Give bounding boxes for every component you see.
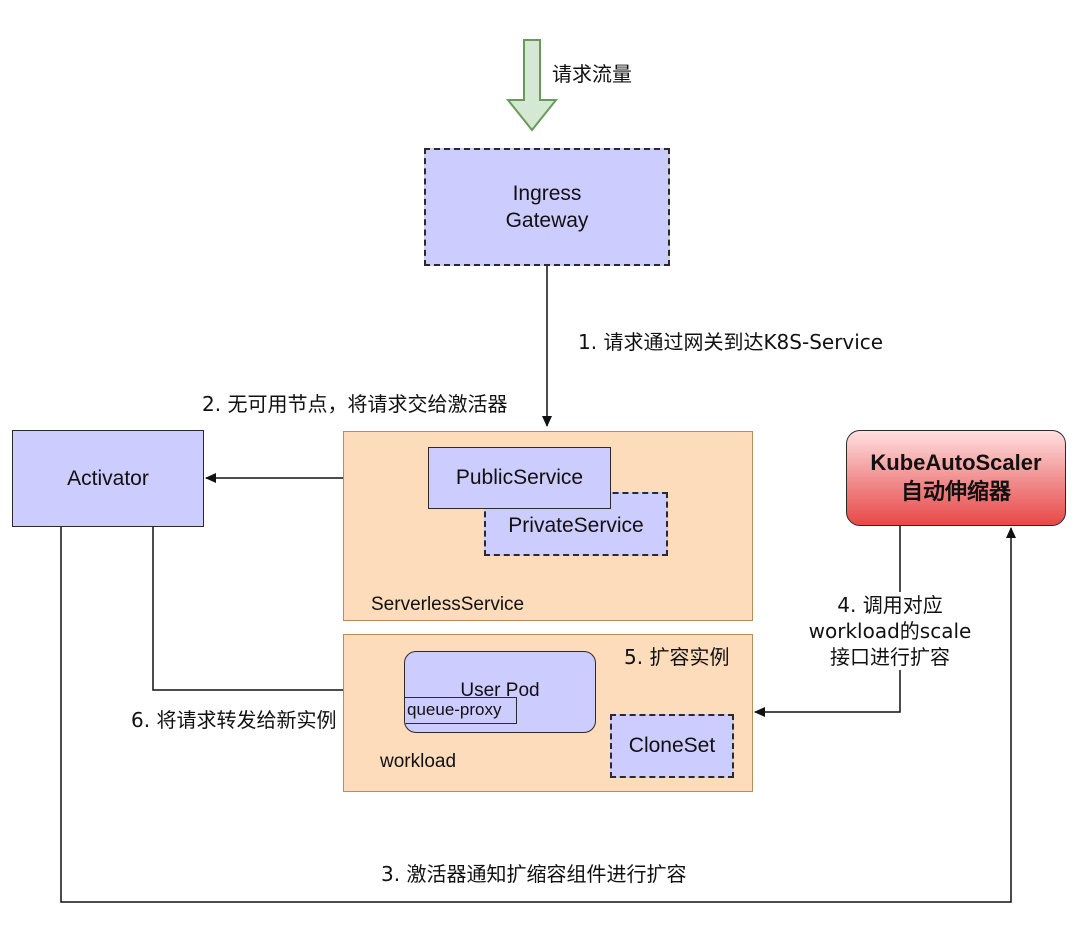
ingress-gateway-node: Ingress Gateway (424, 148, 670, 266)
ingress-gateway-label: Ingress Gateway (505, 181, 589, 232)
edge-activator-to-pod (152, 527, 403, 695)
kube-autoscaler-title: KubeAutoScaler (870, 450, 1042, 476)
queue-proxy-box: queue-proxy (405, 697, 517, 724)
activator-node: Activator (12, 430, 204, 527)
step3-label: 3. 激活器通知扩缩容组件进行扩容 (381, 862, 687, 886)
kube-autoscaler-subtitle: 自动伸缩器 (900, 480, 1011, 505)
step6-label: 6. 将请求转发给新实例 (131, 708, 337, 732)
user-pod-node: User Pod queue-proxy (404, 651, 596, 733)
step4-label: 4. 调用对应 workload的scale 接口进行扩容 (790, 592, 990, 670)
edge-autoscaler-to-workload (754, 526, 901, 717)
step5-label: 5. 扩容实例 (624, 645, 730, 669)
user-pod-label: User Pod (460, 680, 540, 701)
request-flow-label: 请求流量 (552, 62, 632, 86)
serverless-service-label: ServerlessService (371, 594, 525, 615)
cloneset-node: CloneSet (610, 714, 734, 778)
step1-label: 1. 请求通过网关到达K8S-Service (578, 330, 884, 354)
kube-autoscaler-node: KubeAutoScaler 自动伸缩器 (846, 430, 1066, 526)
workload-label: workload (380, 751, 457, 772)
step2-label: 2. 无可用节点，将请求交给激活器 (202, 392, 508, 416)
request-flow-arrow (505, 39, 559, 132)
private-service-label: PrivateService (508, 514, 644, 538)
public-service-label: PublicService (455, 466, 584, 490)
public-service-node: PublicService (428, 447, 611, 509)
queue-proxy-label: queue-proxy (407, 700, 502, 719)
activator-label: Activator (67, 466, 149, 490)
edge-activator-to-autoscaler (60, 527, 1016, 903)
cloneset-label: CloneSet (628, 734, 716, 758)
